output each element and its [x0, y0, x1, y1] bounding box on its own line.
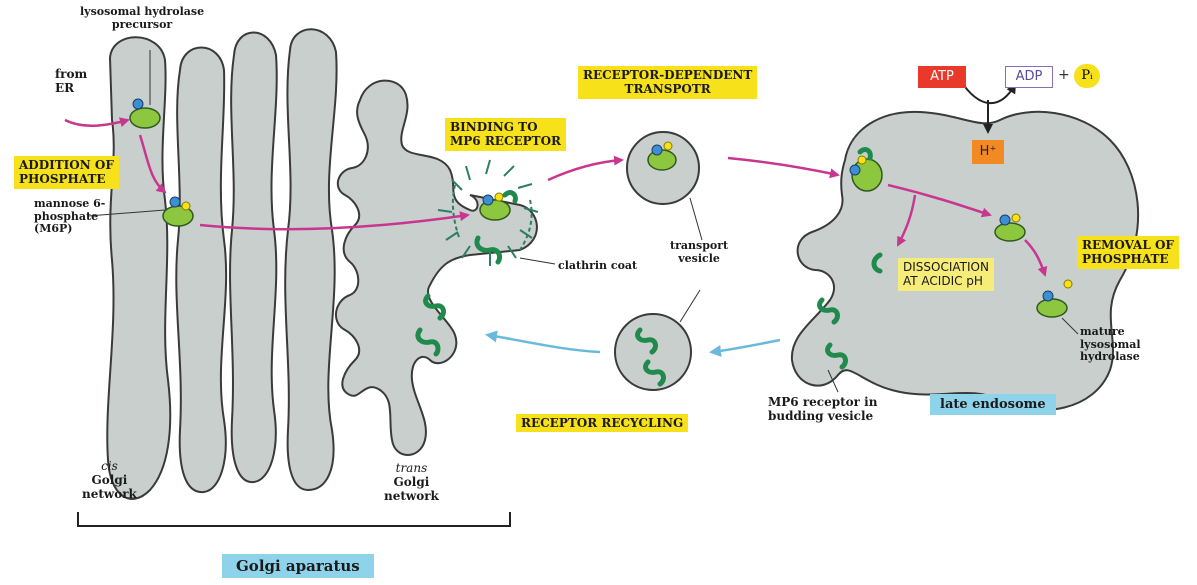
transport-vesicle-label: transport vesicle	[670, 240, 728, 265]
lysosomal-precursor-label: lysosomal hydrolase precursor	[80, 6, 204, 31]
pi-badge: Pᵢ	[1074, 64, 1100, 88]
enzyme-precursor	[130, 108, 160, 128]
plus-sign: +	[1058, 67, 1070, 83]
receptor-dependent-line1: RECEPTOR-DEPENDENT	[583, 68, 752, 82]
phosphate-icon-3	[664, 142, 672, 150]
binding-label: BINDING TO MP6 RECEPTOR	[445, 118, 566, 151]
cis-line1: cis	[82, 460, 137, 474]
receptor-icon-binding-2	[505, 193, 515, 201]
receptor-dependent-label: RECEPTOR-DEPENDENT TRANSPOTR	[578, 66, 757, 99]
receptor-recycling-label: RECEPTOR RECYCLING	[516, 414, 688, 432]
cisterna-2	[176, 48, 226, 493]
dissociation-line2: AT ACIDIC pH	[903, 274, 989, 288]
m6p-line3: (M6P)	[34, 223, 105, 236]
mature-hydrolase-label: mature lysosomal hydrolase	[1080, 326, 1141, 364]
from-er-label: from ER	[55, 68, 87, 96]
golgi-cisternae	[107, 29, 537, 499]
adp-box: ADP	[1005, 66, 1053, 88]
dissociation-line1: DISSOCIATION	[903, 260, 989, 274]
mp6-budding-label: MP6 receptor in budding vesicle	[768, 396, 877, 424]
addition-phosphate-line1: ADDITION OF	[19, 158, 114, 172]
cisterna-4	[285, 29, 336, 490]
dissociation-label: DISSOCIATION AT ACIDIC pH	[898, 258, 994, 291]
phosphate-icon-free	[1064, 280, 1072, 288]
late-endosome-label: late endosome	[930, 394, 1056, 415]
mannose-icon-6	[1000, 215, 1010, 225]
removal-phosphate-line2: PHOSPHATE	[1082, 252, 1174, 266]
atp-box: ATP	[918, 66, 966, 88]
mannose-icon-3	[483, 195, 493, 205]
trans-line1: trans	[384, 462, 439, 476]
removal-phosphate-label: REMOVAL OF PHOSPHATE	[1077, 236, 1179, 269]
mp6-budding-line2: budding vesicle	[768, 410, 877, 424]
mannose-icon-1	[133, 99, 143, 109]
mannose-icon-4	[652, 145, 662, 155]
binding-line1: BINDING TO	[450, 120, 561, 134]
removal-phosphate-line1: REMOVAL OF	[1082, 238, 1174, 252]
lysosomal-precursor-line1: lysosomal hydrolase	[80, 6, 204, 19]
phosphate-icon-2	[495, 193, 503, 201]
arrow-to-transport	[548, 160, 622, 180]
trans-golgi-label: trans Golgi network	[384, 462, 439, 503]
mannose-icon-7	[1043, 291, 1053, 301]
receptor-dependent-line2: TRANSPOTR	[583, 82, 752, 96]
from-er-line2: ER	[55, 82, 87, 96]
enzyme-mature	[1037, 299, 1067, 317]
mature-line3: hydrolase	[1080, 351, 1141, 364]
arrow-recycle-1	[712, 340, 780, 352]
phosphate-icon-1	[182, 202, 190, 210]
mature-line1: mature	[1080, 326, 1141, 339]
golgi-aparatus-label: Golgi aparatus	[222, 554, 374, 578]
arrow-recycle-2	[488, 335, 600, 352]
transport-vesicle-line1: transport	[670, 240, 728, 253]
phosphate-icon-4	[858, 156, 866, 164]
arrow-to-endosome	[728, 158, 838, 175]
trans-line2: Golgi	[384, 476, 439, 490]
cis-line3: network	[82, 488, 137, 502]
mannose-icon-5	[850, 165, 860, 175]
cis-line2: Golgi	[82, 474, 137, 488]
from-er-line1: from	[55, 68, 87, 82]
m6p-label: mannose 6- phosphate (M6P)	[34, 198, 105, 236]
phosphate-icon-5	[1012, 214, 1020, 222]
addition-phosphate-label: ADDITION OF PHOSPHATE	[14, 156, 119, 189]
addition-phosphate-line2: PHOSPHATE	[19, 172, 114, 186]
clathrin-coat-label: clathrin coat	[558, 260, 637, 273]
enzyme-released	[995, 223, 1025, 241]
lysosomal-precursor-line2: precursor	[80, 19, 204, 32]
cis-golgi-label: cis Golgi network	[82, 460, 137, 501]
enzyme-vesicle	[648, 150, 676, 170]
trans-line3: network	[384, 490, 439, 504]
binding-line2: MP6 RECEPTOR	[450, 134, 561, 148]
golgi-bracket	[78, 512, 510, 526]
h-plus-box: H⁺	[972, 140, 1004, 164]
m6p-line1: mannose 6-	[34, 198, 105, 211]
mannose-icon-2	[170, 197, 180, 207]
mp6-budding-line1: MP6 receptor in	[768, 396, 877, 410]
transport-vesicle-line2: vesicle	[670, 253, 728, 266]
cisterna-3	[230, 33, 277, 483]
